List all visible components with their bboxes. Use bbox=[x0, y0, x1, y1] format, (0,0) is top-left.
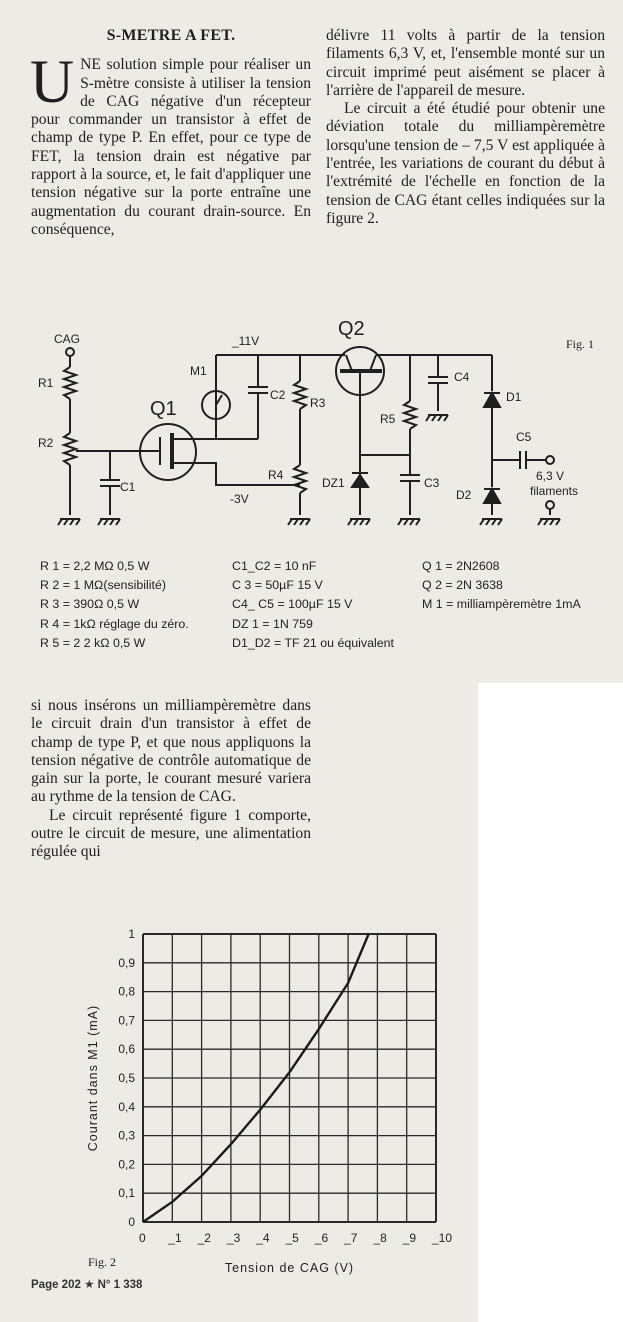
series-line bbox=[142, 933, 370, 1223]
y-tick-label: 0,8 bbox=[118, 985, 135, 999]
r4-potentiometer bbox=[290, 464, 310, 494]
m1-meter bbox=[201, 390, 231, 420]
d2-diode bbox=[482, 486, 502, 504]
x-tick-label: _6 bbox=[314, 1231, 329, 1245]
x-tick-label: 0 bbox=[139, 1231, 146, 1245]
r1-resistor bbox=[60, 366, 80, 400]
label-d1: D1 bbox=[506, 390, 522, 404]
label-c1: C1 bbox=[120, 480, 136, 494]
x-axis-label: Tension de CAG (V) bbox=[225, 1261, 354, 1275]
drop-cap: U bbox=[30, 49, 75, 117]
y-tick-label: 0,7 bbox=[118, 1013, 135, 1027]
y-tick-label: 0,9 bbox=[118, 956, 135, 970]
r3-resistor bbox=[290, 380, 310, 410]
parts-resistors: R 1 = 2,2 MΩ 0,5 W R 2 = 1 MΩ(sensibilité… bbox=[40, 557, 230, 653]
paragraph-supply-cont: délivre 11 volts à partir de la tension … bbox=[326, 27, 605, 99]
part-entry: M 1 = milliampèremètre 1mA bbox=[422, 597, 581, 612]
x-tick-label: _4 bbox=[255, 1231, 270, 1245]
paragraph-circuit: Le circuit représenté figure 1 comporte,… bbox=[31, 806, 311, 861]
parts-semiconductors: Q 1 = 2N2608 Q 2 = 2N 3638 M 1 = milliampè… bbox=[422, 557, 612, 615]
label-r3: R3 bbox=[310, 396, 326, 410]
label-dz1: DZ1 bbox=[322, 476, 345, 490]
x-tick-label: _3 bbox=[226, 1231, 241, 1245]
x-tick-label: _8 bbox=[372, 1231, 387, 1245]
fig2-caption: Fig. 2 bbox=[88, 1255, 116, 1269]
paragraph-calibration: Le circuit a été étudié pour obtenir une… bbox=[326, 100, 605, 227]
x-tick-label: _10 bbox=[431, 1231, 452, 1245]
x-tick-label: _9 bbox=[402, 1231, 417, 1245]
chart-figure-2: 0 _1 _2 _3 _4 _5 _6 _7 _8 _9 _10 0 0,1 0,2 0,3 0,4 0,5 0,… bbox=[86, 927, 452, 1275]
part-entry: Q 1 = 2N2608 bbox=[422, 559, 500, 573]
x-tick-label: _1 bbox=[167, 1231, 182, 1245]
part-entry: DZ 1 = 1N 759 bbox=[232, 616, 313, 631]
part-entry: C 3 = 50µF 15 V bbox=[232, 578, 323, 593]
label-c3: C3 bbox=[424, 476, 440, 490]
r2-potentiometer bbox=[60, 432, 80, 466]
article-title: S-METRE A FET. bbox=[106, 27, 236, 44]
y-tick-label: 0,5 bbox=[118, 1071, 135, 1085]
label-d2: D2 bbox=[456, 488, 472, 502]
label-q2: Q2 bbox=[338, 318, 365, 340]
y-tick-label: 1 bbox=[128, 927, 135, 941]
label-3v: -3V bbox=[230, 492, 249, 506]
label-m1: M1 bbox=[190, 364, 207, 378]
y-tick-label: 0,2 bbox=[118, 1157, 135, 1171]
label-cag: CAG bbox=[54, 332, 80, 346]
cag-terminal bbox=[65, 347, 75, 357]
y-tick-label: 0,6 bbox=[118, 1042, 135, 1056]
label-c5: C5 bbox=[516, 430, 532, 444]
label-11v: _11V bbox=[231, 334, 259, 348]
y-axis-label: Courant dans M1 (mA) bbox=[86, 1005, 100, 1151]
paragraph-intro-cont: si nous insérons un milliampèremètre dan… bbox=[31, 697, 311, 806]
d1-diode bbox=[482, 390, 502, 408]
part-entry: R 4 = 1kΩ réglage du zéro. bbox=[40, 616, 189, 631]
part-entry: R 3 = 390Ω 0,5 W bbox=[40, 597, 140, 612]
label-c4: C4 bbox=[454, 370, 470, 384]
part-entry: D1_D2 = TF 21 ou équivalent bbox=[232, 635, 394, 650]
label-q1: Q1 bbox=[150, 398, 177, 420]
label-6v3: 6,3 V bbox=[536, 469, 564, 483]
x-tick-label: _7 bbox=[343, 1231, 358, 1245]
article-column-right: délivre 11 volts à partir de la tension … bbox=[326, 27, 605, 228]
label-r1: R1 bbox=[38, 376, 54, 390]
x-tick-label: _5 bbox=[285, 1231, 300, 1245]
y-tick-label: 0 bbox=[128, 1215, 135, 1229]
part-entry: R 5 = 2 2 kΩ 0,5 W bbox=[40, 635, 146, 650]
part-entry: Q 2 = 2N 3638 bbox=[422, 578, 503, 593]
schematic-figure-1: CAG R1 R2 Q1 C1 M1 _11V C2 R3 R4 -3V Q2 … bbox=[38, 318, 594, 526]
x-tick-label: _2 bbox=[197, 1231, 212, 1245]
y-tick-label: 0,4 bbox=[118, 1100, 135, 1114]
part-entry: R 2 = 1 MΩ(sensibilité) bbox=[40, 578, 166, 593]
article-column-bottom: si nous insérons un milliampèremètre dan… bbox=[31, 697, 311, 862]
paragraph-intro-text: NE solution simple pour réaliser un S-mè… bbox=[31, 56, 311, 238]
y-tick-label: 0,3 bbox=[118, 1129, 135, 1143]
label-r4: R4 bbox=[268, 468, 284, 482]
y-tick-label: 0,1 bbox=[118, 1186, 135, 1200]
label-r2: R2 bbox=[38, 436, 54, 450]
parts-capacitors-diodes: C1_C2 = 10 nF C 3 = 50µF 15 V C4_ C5 = 100… bbox=[232, 557, 432, 653]
ground-symbols bbox=[57, 414, 561, 526]
label-filaments: filaments bbox=[530, 484, 578, 498]
r5-resistor bbox=[400, 400, 420, 430]
label-r5: R5 bbox=[380, 412, 396, 426]
paper-background-top bbox=[0, 0, 623, 683]
fig1-caption: Fig. 1 bbox=[566, 337, 594, 351]
label-c2: C2 bbox=[270, 388, 286, 402]
part-entry: R 1 = 2,2 MΩ 0,5 W bbox=[40, 559, 150, 573]
part-entry: C4_ C5 = 100µF 15 V bbox=[232, 597, 353, 612]
part-entry: C1_C2 = 10 nF bbox=[232, 559, 317, 573]
page-footer: Page 202 ★ N° 1 338 bbox=[31, 1279, 143, 1291]
